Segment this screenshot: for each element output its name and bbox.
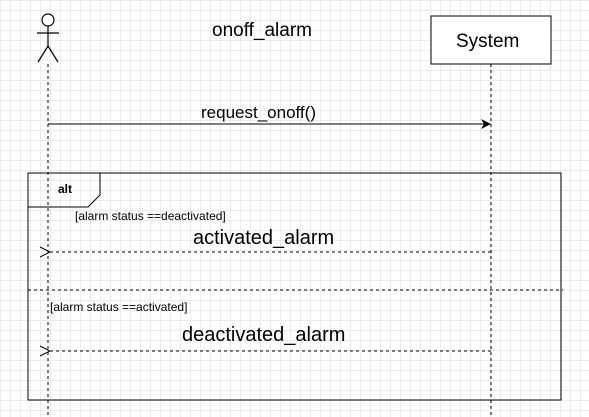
alt-operator-tab (28, 173, 101, 208)
message-request-label: request_onoff() (201, 103, 316, 122)
alt-fragment-frame[interactable] (27, 172, 562, 401)
actor-icon (37, 13, 59, 63)
message-activated-label: activated_alarm (193, 227, 335, 249)
alt-operator-label: alt (58, 182, 73, 196)
alt-guard-1: [alarm status ==deactivated] (75, 209, 226, 223)
alt-guard-2: [alarm status ==activated] (50, 300, 188, 314)
system-participant-label: System (456, 31, 520, 52)
system-participant-box[interactable] (430, 15, 552, 65)
diagram-title: onoff_alarm (212, 20, 312, 41)
message-deactivated-label: deactivated_alarm (182, 324, 346, 346)
